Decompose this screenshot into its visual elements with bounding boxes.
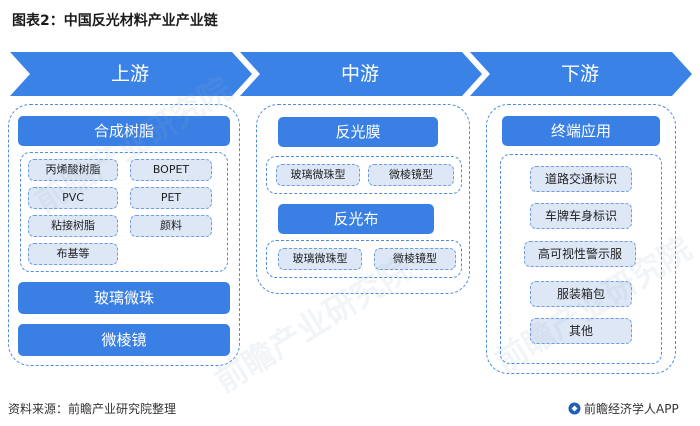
stage-label-midstream: 中游 bbox=[340, 63, 379, 85]
chevron-midstream bbox=[240, 52, 482, 96]
terminal-application-bar: 终端应用 bbox=[502, 116, 660, 146]
resin-item: 丙烯酸树脂 bbox=[28, 159, 118, 181]
resin-item: 颜料 bbox=[130, 215, 212, 237]
application-item: 车牌车身标识 bbox=[530, 203, 632, 229]
resin-item: PVC bbox=[28, 187, 118, 209]
cloth-item: 微棱镜型 bbox=[374, 248, 456, 270]
prisms-bar: 微棱镜 bbox=[18, 324, 230, 356]
resin-item: 布基等 bbox=[28, 243, 118, 265]
application-item: 道路交通标识 bbox=[530, 166, 632, 192]
stage-label-upstream: 上游 bbox=[110, 63, 149, 85]
resin-item: PET bbox=[130, 187, 212, 209]
film-bar: 反光膜 bbox=[278, 117, 438, 147]
brand-label: 前瞻经济学人APP bbox=[584, 402, 679, 416]
application-item: 服装箱包 bbox=[530, 281, 632, 307]
glass-beads-bar: 玻璃微珠 bbox=[18, 282, 230, 314]
page-title: 图表2：中国反光材料产业产业链 bbox=[12, 13, 218, 29]
cloth-bar: 反光布 bbox=[278, 204, 434, 234]
chevron-downstream bbox=[470, 52, 692, 96]
stage-chevrons bbox=[10, 52, 692, 96]
film-item: 玻璃微珠型 bbox=[276, 164, 360, 186]
stage-label-downstream: 下游 bbox=[560, 63, 599, 85]
qianzhan-logo-icon bbox=[568, 402, 581, 415]
source-note: 资料来源：前瞻产业研究院整理 bbox=[8, 402, 177, 416]
cloth-item: 玻璃微珠型 bbox=[278, 248, 362, 270]
brand-mark: 前瞻经济学人APP bbox=[568, 400, 679, 417]
application-item: 高可视性警示服 bbox=[524, 241, 636, 267]
resin-bar: 合成树脂 bbox=[18, 116, 230, 146]
film-item: 微棱镜型 bbox=[368, 164, 454, 186]
resin-item: 粘接树脂 bbox=[28, 215, 118, 237]
application-item: 其他 bbox=[530, 318, 632, 344]
resin-item: BOPET bbox=[130, 159, 212, 181]
chevron-upstream bbox=[10, 52, 252, 96]
